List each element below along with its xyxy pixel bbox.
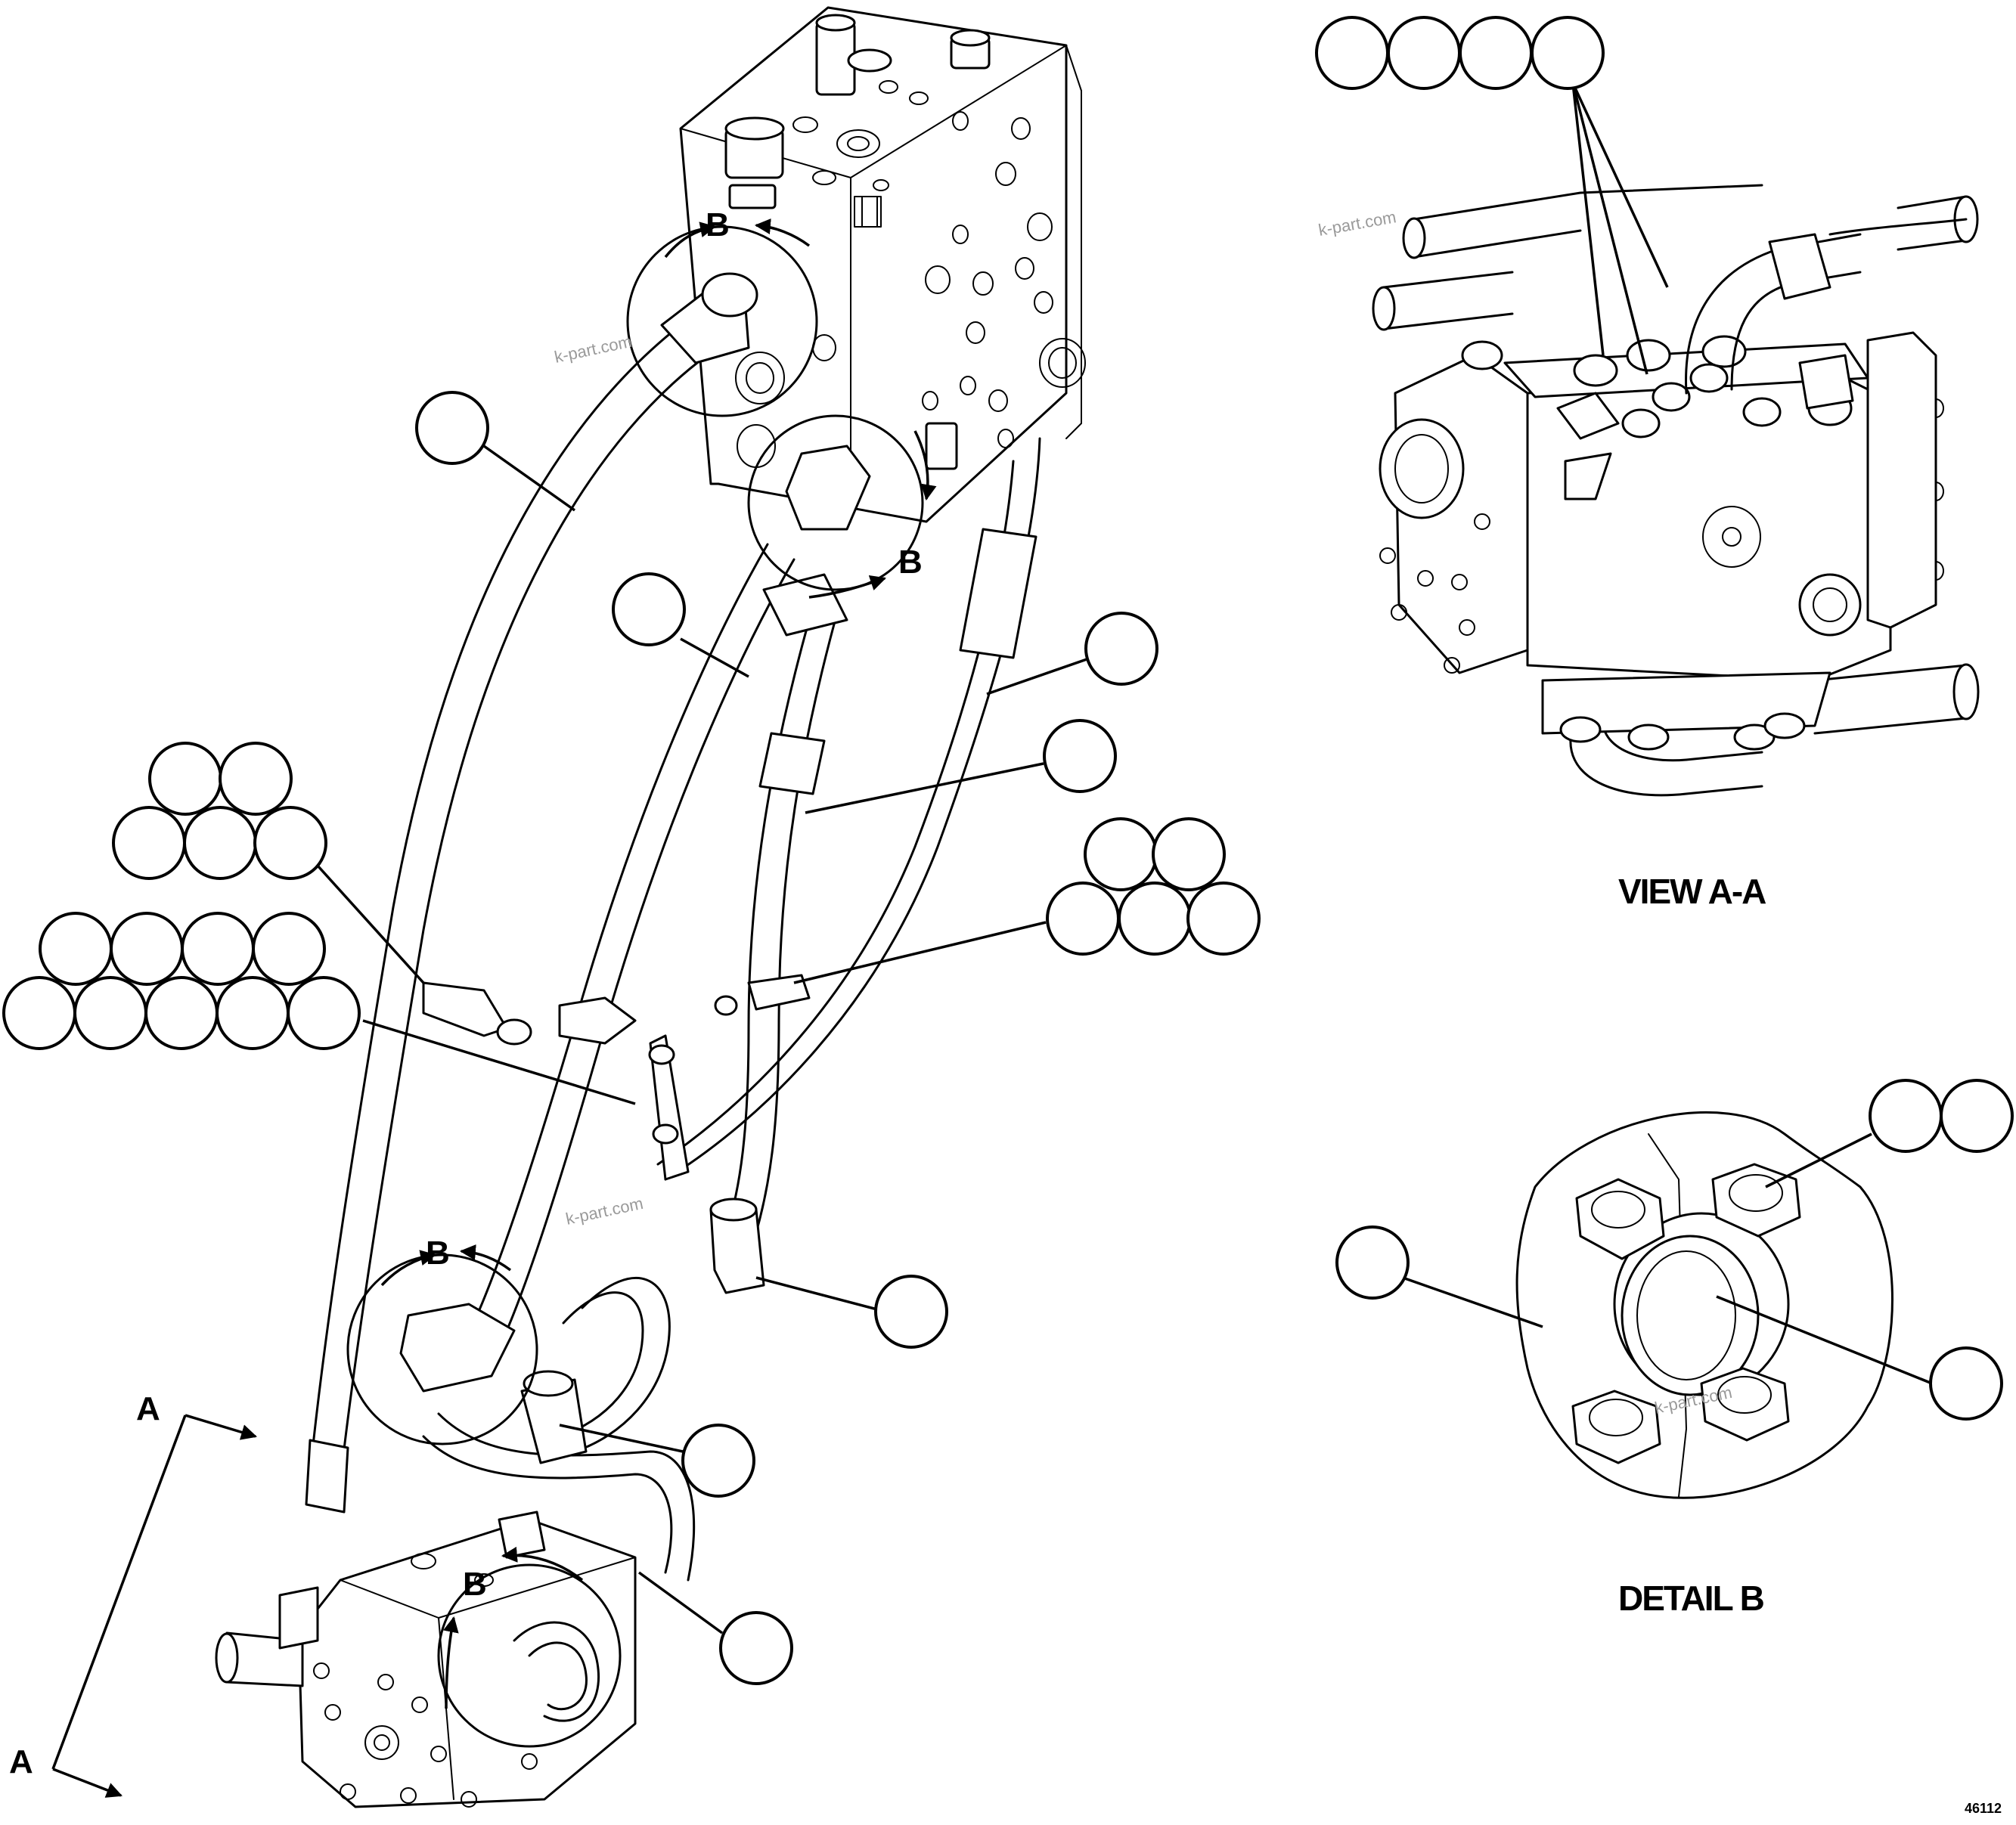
detail-b-arrows <box>380 218 937 1709</box>
section-a-cut-line <box>51 1414 258 1798</box>
callout-bubble <box>1084 817 1158 891</box>
callout-bubble <box>1152 817 1226 891</box>
callout-bubble <box>1335 1225 1410 1300</box>
callout-bubble <box>681 1424 755 1498</box>
watermark-3: k-part.com <box>1317 207 1398 240</box>
detail-b-title: DETAIL B <box>1618 1579 1764 1618</box>
hose-lines <box>305 324 1041 1582</box>
figure-number: 46112 <box>1965 1801 2002 1816</box>
detail-b-marker-3: B <box>426 1235 450 1272</box>
pump-assembly <box>215 1511 637 1808</box>
callout-bubble <box>216 976 290 1050</box>
callouts <box>2 391 1261 1685</box>
view-a-a-illustration <box>1372 184 1980 797</box>
callout-bubble <box>1084 612 1158 686</box>
callout-bubble <box>110 912 184 986</box>
callout-leaders <box>316 445 1092 1634</box>
callout-bubble <box>219 742 293 816</box>
callout-bubble <box>1459 16 1533 90</box>
callout-bubble <box>252 912 326 986</box>
valve-block <box>679 6 1086 523</box>
view-a-a-leaders <box>1571 82 1669 375</box>
callout-bubble <box>181 912 255 986</box>
callout-bubble <box>1531 16 1605 90</box>
callout-bubble <box>39 912 113 986</box>
callout-bubble <box>612 572 686 646</box>
callout-bubble <box>1387 16 1461 90</box>
detail-b-marker-2: B <box>898 544 923 581</box>
detail-circles <box>346 225 924 1748</box>
callout-bubble <box>253 806 327 880</box>
callout-bubble <box>874 1275 948 1349</box>
callout-bubble <box>144 976 219 1050</box>
callout-bubble <box>1315 16 1389 90</box>
callout-bubble <box>1186 882 1261 956</box>
callout-bubble <box>719 1611 793 1685</box>
callout-bubble <box>1940 1079 2014 1153</box>
view-a-a-title: VIEW A-A <box>1618 872 1766 911</box>
watermark-2: k-part.com <box>564 1194 645 1229</box>
detail-b-callouts <box>1335 1079 2014 1421</box>
detail-b-leaders <box>1402 1132 1933 1385</box>
callout-bubble <box>112 806 186 880</box>
callout-bubble <box>73 976 147 1050</box>
callout-bubble <box>148 742 222 816</box>
callout-bubble <box>1869 1079 1943 1153</box>
view-a-a-callouts <box>1315 16 1605 90</box>
callout-bubble <box>2 976 76 1050</box>
callout-bubble <box>1118 882 1192 956</box>
callout-bubble <box>1043 719 1117 793</box>
detail-b-illustration <box>1515 1111 1893 1499</box>
section-a-letter-bottom: A <box>9 1743 33 1780</box>
detail-b-marker-4: B <box>463 1566 487 1603</box>
section-a-letter-top: A <box>136 1390 160 1427</box>
callout-bubble <box>287 976 361 1050</box>
watermark-1: k-part.com <box>553 332 634 367</box>
callout-bubble <box>183 806 257 880</box>
callout-bubble <box>415 391 489 465</box>
callout-bubble <box>1046 882 1120 956</box>
detail-b-marker-1: B <box>706 206 730 243</box>
callout-bubble <box>1929 1346 2003 1421</box>
